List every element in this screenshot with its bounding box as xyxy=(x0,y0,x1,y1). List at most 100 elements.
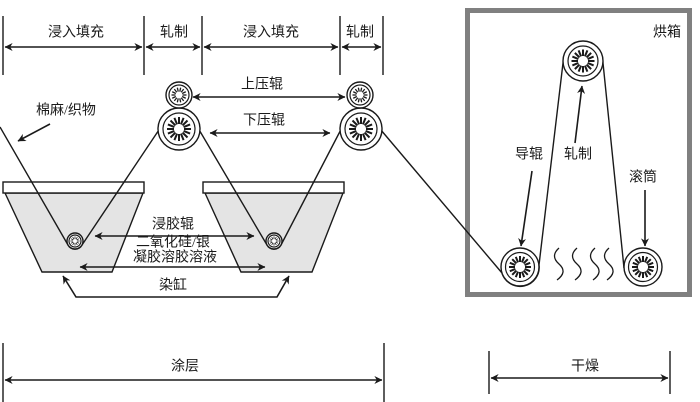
roller-spoke xyxy=(179,117,185,125)
roller-spoke xyxy=(520,271,526,278)
roller-spoke xyxy=(275,238,279,241)
drying-stage-label: 干燥 xyxy=(571,359,599,375)
roller-inner-ring xyxy=(504,251,536,283)
roller-spoke xyxy=(352,91,358,95)
roller-spoke xyxy=(354,88,359,93)
roller-spoke xyxy=(365,129,373,135)
upper-press-roller-label: 上压辊 xyxy=(241,77,283,93)
fabric-pointer-arrow xyxy=(17,123,51,142)
roller-spoke xyxy=(634,258,641,265)
roller-spoke xyxy=(632,261,639,267)
roller-spoke xyxy=(361,88,366,93)
lower-press-roller-2-icon xyxy=(339,107,383,151)
roller-spoke xyxy=(509,261,516,267)
upper-press-roller-1-icon xyxy=(165,81,193,109)
roller-spoke xyxy=(180,97,185,102)
roller-spoke xyxy=(181,119,189,127)
oven-top-roller-icon xyxy=(562,40,604,82)
roller-spoke xyxy=(361,117,367,125)
roller-spoke xyxy=(179,87,182,92)
roller-spoke xyxy=(169,119,177,127)
bottom-stage-dimensions: 涂层 干燥 xyxy=(2,343,671,402)
roller-spoke xyxy=(275,241,279,244)
dye-vat-bracket-arrow xyxy=(62,275,290,298)
roller-inner-ring xyxy=(168,84,190,106)
roller-spoke xyxy=(637,271,643,278)
roller-outer-ring xyxy=(562,40,604,82)
guide-roller-arrow xyxy=(518,170,533,247)
roller-spoke xyxy=(522,258,529,265)
roller-spoke xyxy=(274,242,277,246)
drum-label: 滚筒 xyxy=(629,169,657,186)
roller-spoke xyxy=(583,49,589,57)
roller-spoke xyxy=(354,97,359,102)
roller-spoke xyxy=(587,55,595,61)
roller-spoke xyxy=(357,98,360,103)
roller-spoke xyxy=(271,242,274,246)
guide-roller-icon xyxy=(500,247,540,287)
roller-spoke xyxy=(357,87,360,92)
lower-press-roller-label: 下压辊 xyxy=(243,113,285,129)
upper-press-roller-2-icon xyxy=(346,81,374,109)
roller-spoke xyxy=(75,242,78,246)
vat-rim xyxy=(2,181,145,194)
roller-spoke xyxy=(173,133,179,141)
heat-wave xyxy=(603,247,614,281)
dye-vat-label: 染缸 xyxy=(159,277,187,294)
roller-spoke xyxy=(514,271,520,278)
roller-spoke xyxy=(176,87,179,92)
roller-inner-ring xyxy=(567,45,599,77)
roller-spoke xyxy=(271,236,274,240)
roller-spoke xyxy=(269,241,273,244)
dip-roller-1-icon xyxy=(66,232,84,250)
stage-immersion-2-label: 浸入填充 xyxy=(243,25,299,41)
roller-spoke xyxy=(349,123,357,129)
roller-spoke xyxy=(351,131,359,139)
roller-spoke xyxy=(587,61,595,67)
roller-spoke xyxy=(362,95,368,99)
roller-spoke xyxy=(274,236,277,240)
roller-spoke xyxy=(632,267,639,273)
roller-spoke xyxy=(645,258,652,265)
heat-wave xyxy=(553,247,564,281)
roller-spoke xyxy=(577,49,583,57)
roller-spoke xyxy=(351,119,359,127)
stage-rolling-2-label: 轧制 xyxy=(346,25,374,41)
roller-spoke xyxy=(511,258,518,265)
roller-outer-ring xyxy=(157,107,201,151)
roller-spoke xyxy=(176,98,179,103)
dip-roller-label: 浸胶辊 xyxy=(152,216,194,233)
roller-inner-ring xyxy=(344,112,378,146)
roller-spoke xyxy=(171,91,177,95)
roller-spoke xyxy=(360,87,363,92)
lower-press-roller-1-icon xyxy=(157,107,201,151)
roller-spoke xyxy=(361,133,367,141)
roller-spoke xyxy=(643,271,649,278)
roller-spoke xyxy=(645,269,652,276)
roller-spoke xyxy=(179,133,185,141)
oven-nip-arrow xyxy=(574,85,586,144)
roller-spoke xyxy=(585,63,592,70)
oven-label: 烘箱 xyxy=(653,25,681,41)
roller-spoke xyxy=(511,269,518,276)
roller-spoke xyxy=(70,241,74,244)
roller-spoke xyxy=(171,95,177,99)
roller-spoke xyxy=(70,238,74,241)
roller-outer-ring xyxy=(346,81,374,109)
roller-outer-ring xyxy=(165,81,193,109)
roller-spoke xyxy=(355,133,361,141)
oven-nip-label: 轧制 xyxy=(564,147,592,163)
roller-spoke xyxy=(647,267,654,273)
roller-spoke xyxy=(352,95,358,99)
roller-spoke xyxy=(363,119,371,127)
roller-spoke xyxy=(365,123,373,129)
roller-spoke xyxy=(167,123,175,129)
stage-immersion-1-label: 浸入填充 xyxy=(48,25,104,41)
roller-spoke xyxy=(585,52,592,59)
roller-spoke xyxy=(169,131,177,139)
roller-spoke xyxy=(361,97,366,102)
solution-label-line2: 凝胶溶胶溶液 xyxy=(133,249,217,266)
roller-spoke xyxy=(181,131,189,139)
roller-spoke xyxy=(349,129,357,135)
guide-roller-label: 导辊 xyxy=(515,147,543,163)
